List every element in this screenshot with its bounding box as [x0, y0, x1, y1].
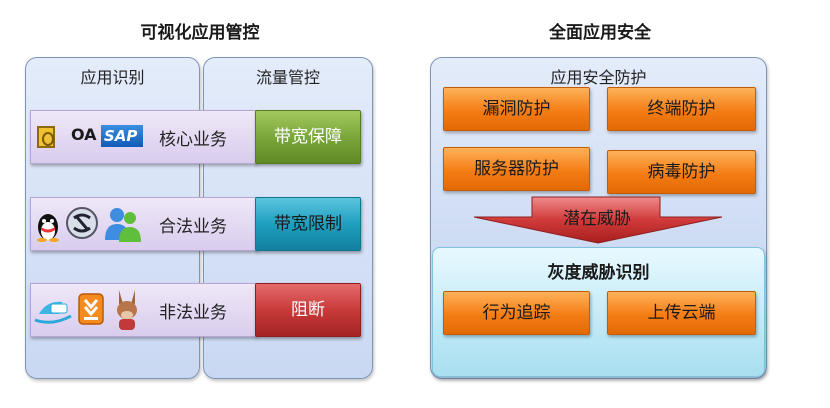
vulnerability-protection-box: 漏洞防护 [443, 87, 590, 131]
flow-control-header: 流量管控 [255, 68, 320, 87]
threat-label: 潜在威胁 [563, 209, 631, 229]
row-label-core: 核心业务 [159, 130, 227, 150]
sap-logo-icon: SAP [101, 125, 143, 147]
endpoint-protection-box: 终端防护 [607, 87, 756, 131]
cloud-upload-box: 上传云端 [607, 291, 756, 335]
behavior-tracking-box: 行为追踪 [443, 291, 590, 335]
emule-mule-icon [117, 290, 137, 330]
row-illegal-business: 非法业务 [30, 283, 257, 337]
row-label-illegal: 非法业务 [159, 303, 227, 323]
gray-threat-header: 灰度威胁识别 [547, 263, 650, 283]
sync-icon [66, 207, 98, 239]
row-legal-business: 合法业务 [30, 197, 257, 251]
left-title: 可视化应用管控 [140, 23, 260, 43]
xunlei-icon [34, 301, 72, 324]
app-security-header: 应用安全防护 [550, 68, 647, 87]
oa-logo-text: OA [71, 125, 97, 144]
app-identify-header: 应用识别 [80, 68, 145, 87]
block-box: 阻断 [255, 283, 361, 337]
right-title: 全面应用安全 [549, 23, 651, 43]
oa-document-icon [37, 126, 55, 148]
row-core-business: OA SAP 核心业务 [30, 110, 257, 164]
threat-arrow [473, 196, 723, 244]
antivirus-protection-box: 病毒防护 [607, 150, 756, 194]
download-icon [78, 293, 104, 325]
bandwidth-guarantee-box: 带宽保障 [255, 110, 361, 164]
qq-penguin-icon [37, 214, 59, 242]
messenger-users-icon [105, 208, 141, 242]
server-protection-box: 服务器防护 [443, 147, 590, 191]
bandwidth-limit-box: 带宽限制 [255, 197, 361, 251]
row-label-legal: 合法业务 [159, 217, 227, 237]
